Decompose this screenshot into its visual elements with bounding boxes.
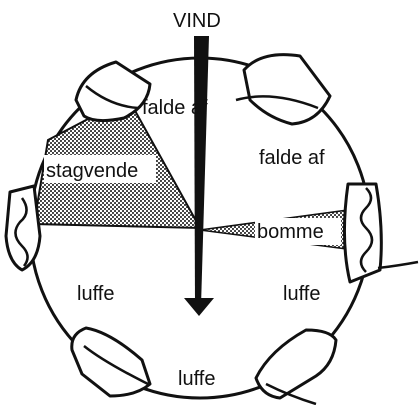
label-luffe-left: luffe — [77, 283, 114, 305]
wind-arrow-icon — [194, 36, 209, 306]
wind-label: VIND — [173, 10, 221, 32]
label-stagvende: stagvende — [46, 160, 138, 182]
label-luffe-right: luffe — [283, 283, 320, 305]
label-falde-af-top: falde af — [142, 97, 208, 119]
label-luffe-bottom: luffe — [178, 368, 215, 390]
boat-left-icon — [6, 186, 40, 270]
wind-arrowhead-icon — [184, 298, 214, 316]
boat-right-icon — [344, 184, 418, 282]
boat-bottom-right-icon — [256, 330, 336, 404]
boat-bottom-left-icon — [72, 328, 150, 396]
boat-top-right-icon — [236, 55, 330, 124]
label-falde-af-right: falde af — [259, 147, 325, 169]
label-bomme: bomme — [257, 221, 324, 243]
